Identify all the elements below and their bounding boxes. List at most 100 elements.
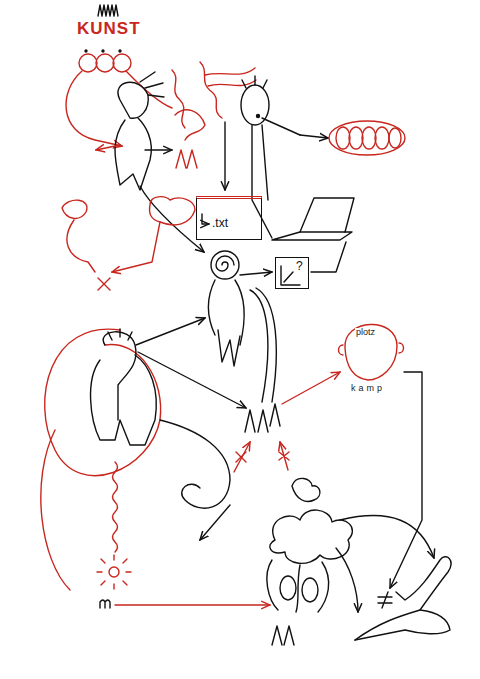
elephant-figure bbox=[138, 352, 246, 408]
scribble bbox=[102, 50, 104, 52]
spiral-figure bbox=[209, 242, 346, 402]
red-head bbox=[339, 324, 404, 380]
line bbox=[390, 372, 422, 588]
reclining-figure bbox=[378, 592, 392, 608]
man-figure bbox=[300, 135, 328, 138]
red-loop bbox=[115, 604, 270, 605]
red-loop bbox=[41, 329, 270, 605]
reclining-figure bbox=[355, 557, 451, 640]
red-figure bbox=[149, 197, 195, 225]
laptop bbox=[272, 198, 354, 240]
spiral-figure bbox=[240, 272, 272, 275]
small-arrow bbox=[202, 214, 209, 224]
cloud-figure bbox=[267, 560, 329, 612]
box-text: ? bbox=[296, 259, 305, 273]
spiral-figure bbox=[216, 256, 234, 271]
red-chain bbox=[336, 127, 350, 149]
cloud-figure bbox=[267, 510, 434, 645]
woman-figure bbox=[145, 149, 172, 150]
scribble bbox=[85, 50, 87, 52]
red-waves bbox=[200, 62, 222, 118]
woman-figure bbox=[140, 72, 164, 97]
kunst-heads bbox=[79, 54, 97, 72]
elephant-figure bbox=[160, 420, 230, 508]
kunst-heads bbox=[96, 54, 114, 72]
elephant-figure bbox=[91, 318, 246, 540]
crossed-arrows bbox=[280, 442, 288, 470]
elephant-figure bbox=[91, 355, 157, 445]
red-chain bbox=[362, 127, 376, 149]
m-mark bbox=[100, 600, 110, 608]
kunst-heads bbox=[126, 71, 172, 108]
line-drawing bbox=[41, 5, 451, 645]
head-word: kamp bbox=[350, 384, 386, 394]
spiral-figure bbox=[218, 330, 240, 366]
cloud-figure bbox=[340, 516, 434, 558]
spiral-figure bbox=[209, 280, 245, 345]
woman-figure bbox=[140, 186, 204, 252]
crossed-arrows bbox=[236, 452, 246, 462]
chart-icon bbox=[284, 272, 293, 282]
red-figure bbox=[112, 222, 160, 272]
laptop bbox=[272, 232, 352, 240]
legs bbox=[245, 404, 280, 432]
elephant-figure bbox=[200, 505, 230, 540]
man-figure bbox=[241, 76, 328, 238]
red-chain bbox=[329, 121, 405, 155]
cloud-figure bbox=[302, 578, 318, 602]
cloud-figure bbox=[270, 510, 353, 563]
red-chain bbox=[389, 128, 401, 148]
man-figure bbox=[242, 76, 267, 88]
red-loop bbox=[45, 329, 161, 476]
legs bbox=[245, 404, 280, 432]
red-chain bbox=[375, 127, 389, 149]
man-figure bbox=[257, 115, 260, 118]
cloud-figure bbox=[280, 576, 296, 600]
elephant-figure bbox=[108, 329, 132, 340]
crossed-arrows bbox=[279, 452, 289, 460]
spiral-figure bbox=[211, 251, 239, 279]
red-waves bbox=[208, 80, 256, 86]
laptop bbox=[300, 198, 354, 232]
crossed-arrows bbox=[234, 442, 250, 472]
red-figure bbox=[67, 220, 95, 272]
red-waves bbox=[175, 110, 205, 140]
blob bbox=[292, 478, 320, 501]
reclining-figure bbox=[355, 557, 451, 640]
red-arrow bbox=[282, 372, 340, 404]
chart-box: ? bbox=[275, 257, 309, 289]
crossed-arrows bbox=[234, 442, 289, 472]
man-figure bbox=[252, 125, 272, 238]
woman-figure bbox=[115, 118, 151, 190]
reclining-figure bbox=[355, 610, 450, 640]
red-figure bbox=[62, 200, 87, 218]
red-loop bbox=[113, 462, 118, 552]
red-chain bbox=[349, 127, 363, 149]
cloud-figure bbox=[336, 548, 358, 612]
elephant-figure bbox=[103, 332, 136, 420]
head-word: plotz bbox=[355, 328, 376, 338]
box-text: .txt bbox=[212, 216, 257, 230]
kunst-heads bbox=[66, 71, 122, 146]
elephant-figure bbox=[136, 318, 205, 345]
down-arrow bbox=[224, 122, 225, 190]
red-loop bbox=[97, 555, 131, 589]
text-file-box: .txt bbox=[196, 196, 262, 240]
scribble bbox=[98, 5, 118, 16]
man-figure bbox=[262, 118, 300, 135]
spiral-figure bbox=[311, 242, 346, 272]
red-waves bbox=[172, 70, 185, 128]
red-chain bbox=[329, 121, 405, 155]
red-waves bbox=[176, 150, 197, 168]
title-word: KUNST bbox=[76, 20, 142, 39]
red-head bbox=[345, 324, 397, 380]
red-figure bbox=[62, 197, 195, 290]
red-loop bbox=[41, 430, 70, 590]
red-waves bbox=[205, 68, 255, 75]
spiral-figure bbox=[250, 288, 276, 402]
woman-figure bbox=[118, 82, 148, 118]
kunst-heads bbox=[66, 54, 172, 146]
scribble bbox=[119, 50, 121, 52]
red-arrow bbox=[96, 145, 120, 150]
